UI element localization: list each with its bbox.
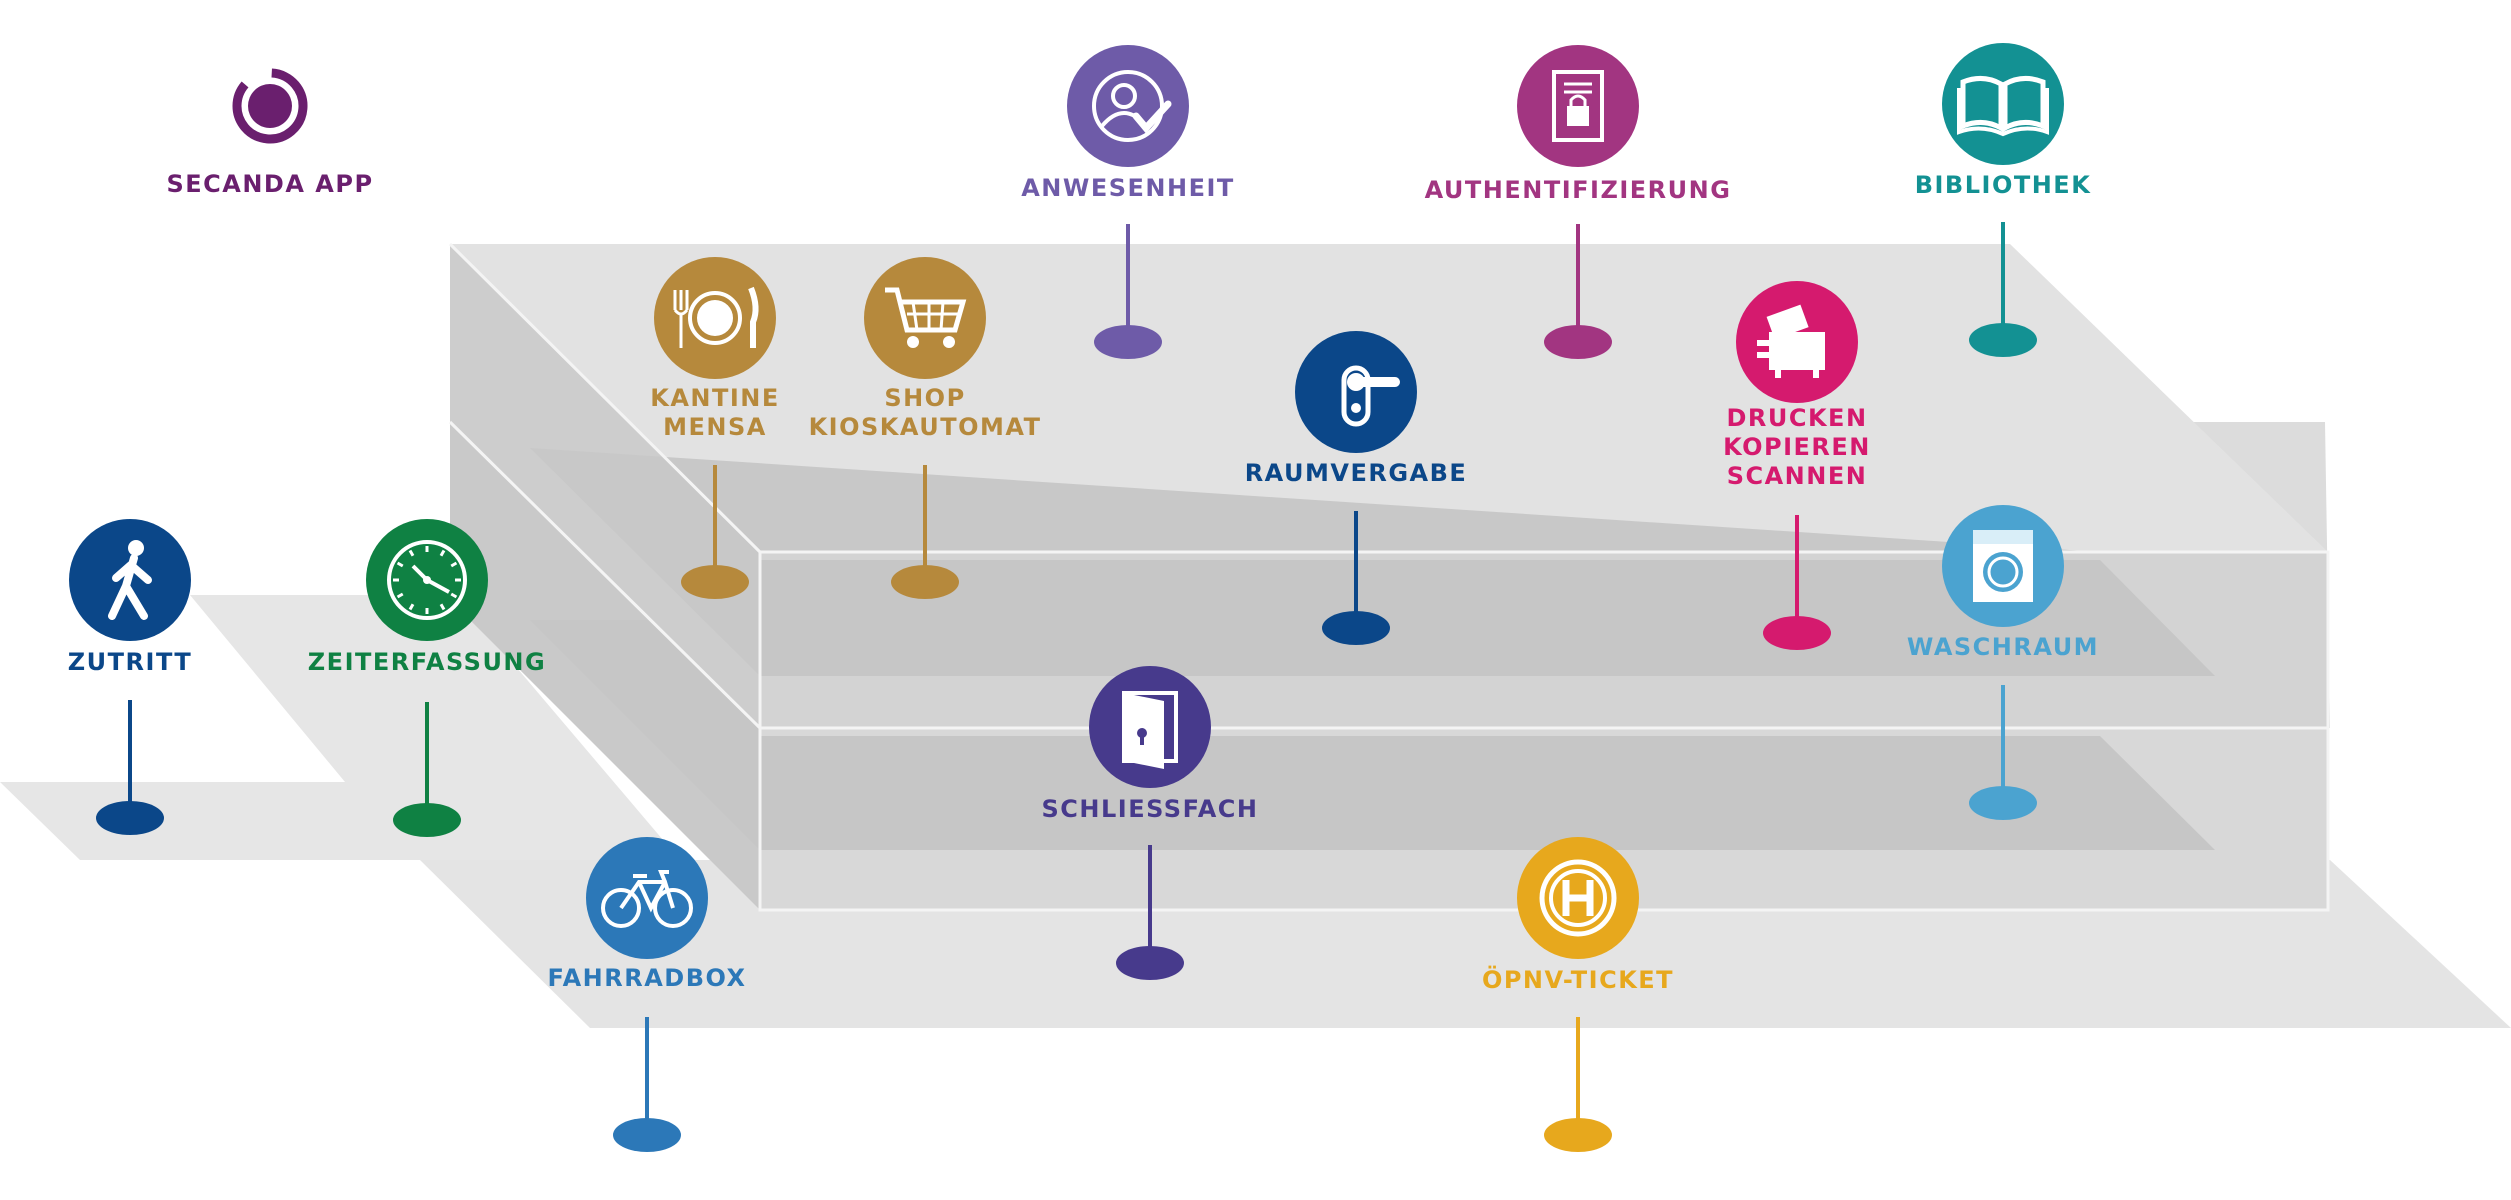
floor-inner-band-1 <box>760 560 2215 676</box>
item-oepnv: ÖPNV-TICKET <box>1482 837 1674 1152</box>
zutritt-label: ZUTRITT <box>68 648 192 676</box>
kantine-label-line-1: KANTINE <box>650 384 780 412</box>
oepnv-label: ÖPNV-TICKET <box>1482 964 1674 994</box>
walking-person-icon <box>69 519 191 641</box>
item-schliessfach: SCHLIESSFACH <box>1041 666 1258 980</box>
bicycle-icon <box>586 837 708 959</box>
item-secanda_app: SECANDA APP <box>166 68 373 198</box>
anwesenheit-pin-base <box>1094 325 1162 359</box>
drucken-label-line-2: KOPIEREN <box>1723 433 1871 461</box>
bibliothek-label: BIBLIOTHEK <box>1915 171 2092 199</box>
shop-pin-base <box>891 565 959 599</box>
schliessfach-label: SCHLIESSFACH <box>1041 795 1258 823</box>
shop-label-line-1: SHOP <box>884 384 965 412</box>
item-authentifizierung: AUTHENTIFIZIERUNG <box>1425 45 1732 359</box>
building-outline-left-2 <box>448 420 762 730</box>
item-fahrradbox: FAHRRADBOX <box>547 837 746 1152</box>
building <box>0 242 2511 1028</box>
building-outline <box>758 550 2330 912</box>
authentifizierung-label: AUTHENTIFIZIERUNG <box>1425 176 1732 204</box>
kantine-pin-base <box>681 565 749 599</box>
shop-label-line-2: KIOSKAUTOMAT <box>809 413 1042 441</box>
door-handle-icon <box>1295 331 1417 453</box>
zeiterfassung-pin-base <box>393 803 461 837</box>
raumvergabe-label: RAUMVERGABE <box>1245 459 1468 487</box>
plate-cutlery-icon <box>654 257 776 379</box>
person-check-icon <box>1067 45 1189 167</box>
item-raumvergabe: RAUMVERGABE <box>1245 331 1468 645</box>
building-outline-left-1 <box>448 242 762 554</box>
clock-icon <box>366 519 488 641</box>
printer-icon <box>1736 281 1858 403</box>
locker-door-icon <box>1089 666 1211 788</box>
zeiterfassung-label: ZEITERFASSUNG <box>308 648 546 676</box>
fahrradbox-label: FAHRRADBOX <box>547 964 746 992</box>
bibliothek-pin-base <box>1969 323 2037 357</box>
fahrradbox-pin-base <box>613 1118 681 1152</box>
zutritt-pin-base <box>96 801 164 835</box>
raumvergabe-pin-base <box>1322 611 1390 645</box>
authentifizierung-pin-base <box>1544 325 1612 359</box>
waschraum-label: WASCHRAUM <box>1907 633 2099 661</box>
waschraum-pin-base <box>1969 786 2037 820</box>
drucken-pin-base <box>1763 616 1831 650</box>
secanda-logo-icon <box>232 68 308 144</box>
shopping-cart-icon <box>864 257 986 379</box>
drucken-label-line-3: SCANNEN <box>1727 462 1868 490</box>
item-zeiterfassung: ZEITERFASSUNG <box>308 519 546 837</box>
document-lock-icon <box>1517 45 1639 167</box>
item-bibliothek: BIBLIOTHEK <box>1915 43 2092 357</box>
items-layer: SECANDA APP ANWESENHEIT AUTHENTIFIZIERUNG B… <box>68 43 2099 1152</box>
kantine-label-line-2: MENSA <box>663 413 767 441</box>
schliessfach-pin-base <box>1116 946 1184 980</box>
anwesenheit-label: ANWESENHEIT <box>1021 174 1235 202</box>
oepnv-pin-base <box>1544 1118 1612 1152</box>
washing-machine-icon <box>1942 505 2064 627</box>
open-book-icon <box>1942 43 2064 165</box>
item-waschraum: WASCHRAUM <box>1907 505 2099 820</box>
ground-floor-left <box>0 595 680 860</box>
bus-stop-icon <box>1517 837 1639 959</box>
secanda_app-label: SECANDA APP <box>166 170 373 198</box>
item-zutritt: ZUTRITT <box>68 519 192 835</box>
drucken-label-line-1: DRUCKEN <box>1726 404 1867 432</box>
item-anwesenheit: ANWESENHEIT <box>1021 45 1235 359</box>
